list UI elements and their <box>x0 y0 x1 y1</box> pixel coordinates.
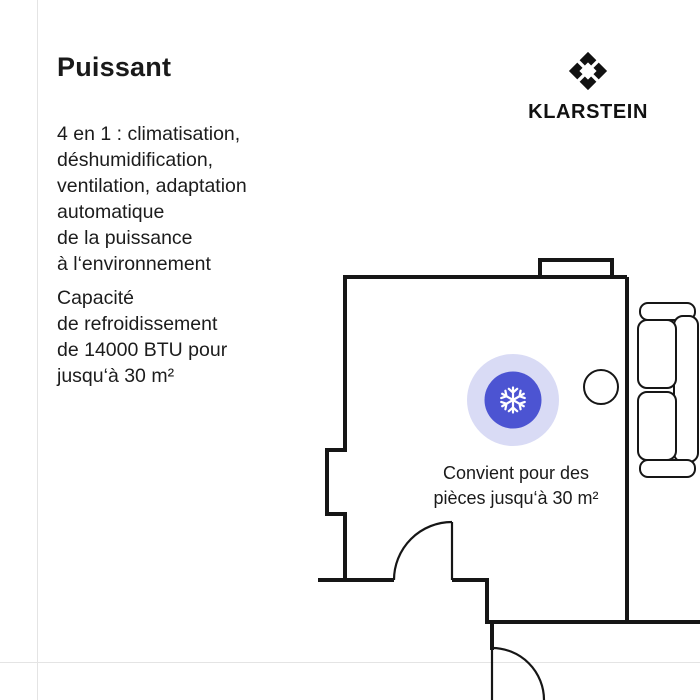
bottom-frame-line <box>0 662 700 663</box>
door-arc-side <box>491 646 546 700</box>
feature-text: 4 en 1 : climatisation, déshumidificatio… <box>57 123 247 275</box>
sofa-cushion-bottom <box>637 391 677 461</box>
brand-block: KLARSTEIN <box>528 50 648 124</box>
capacity-text: Capacité de refroidissement de 14000 BTU… <box>57 287 228 387</box>
wall-outline <box>325 275 627 580</box>
door-arc-main <box>392 520 453 581</box>
wall-step <box>452 578 700 624</box>
sofa <box>637 302 699 478</box>
walls <box>318 258 700 650</box>
snowflake-icon <box>500 386 526 414</box>
floor-plan-lines <box>318 258 700 700</box>
brand-name: KLARSTEIN <box>528 101 648 123</box>
klarstein-logo-icon <box>568 51 608 91</box>
side-table <box>583 369 619 405</box>
doors <box>392 520 546 700</box>
wall-top-notch <box>538 258 614 277</box>
cooling-zone <box>467 354 559 446</box>
sofa-back <box>673 315 699 463</box>
sofa-armrest-bottom <box>639 459 696 478</box>
page-title: Puissant <box>57 52 172 82</box>
plan-caption: Convient pour des pièces jusqu‘à 30 m² <box>433 463 599 508</box>
sofa-cushion-top <box>637 319 677 389</box>
left-frame-line <box>37 0 38 700</box>
